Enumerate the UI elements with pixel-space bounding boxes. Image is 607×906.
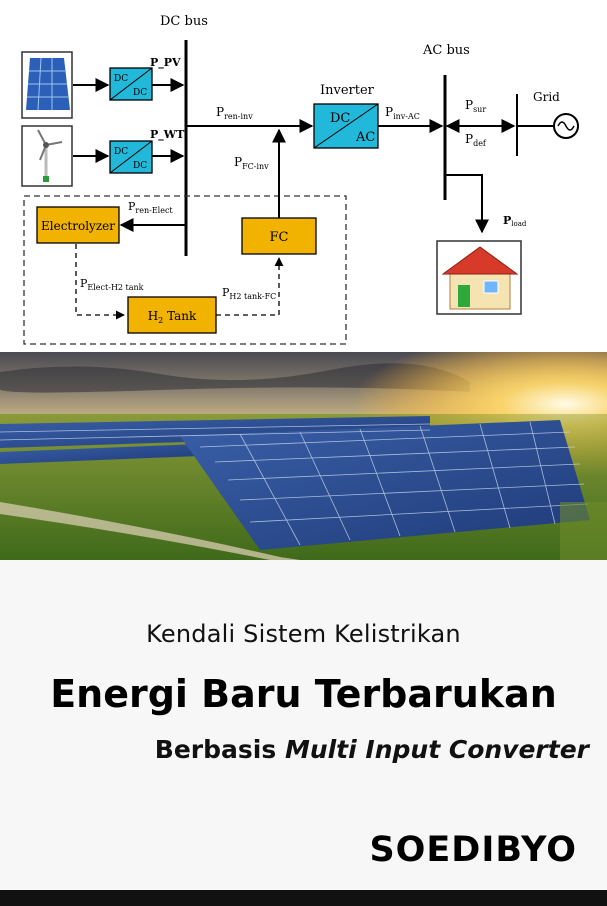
- house-icon: [436, 240, 522, 315]
- dc-dc-converter-pv: DC DC: [109, 67, 153, 101]
- ac-bus-label: AC bus: [422, 43, 470, 58]
- p-ren-inv-label: Pren-inv: [216, 105, 253, 121]
- p-def-label: Pdef: [465, 132, 487, 148]
- subtitle-italic: Multi Input Converter: [284, 735, 589, 764]
- p-inv-ac-label: Pinv-AC: [385, 105, 420, 121]
- h2-tank-block: H2 Tank: [127, 296, 217, 334]
- grid-label: Grid: [533, 90, 560, 104]
- svg-text:AC: AC: [355, 130, 375, 145]
- solar-farm-photo: [0, 352, 607, 560]
- p-sur-label: Psur: [465, 98, 486, 114]
- fuel-cell-block: FC: [241, 217, 317, 255]
- p-elect-h2-label: PElect-H2 tank: [80, 277, 144, 292]
- storage-subsystem-boundary: [23, 195, 347, 345]
- book-title: Energi Baru Terbarukan: [50, 672, 557, 716]
- author-name: SOEDIBYO: [369, 830, 577, 870]
- dc-bus-label: DC bus: [160, 14, 208, 29]
- svg-text:DC: DC: [330, 111, 350, 126]
- svg-text:FC: FC: [270, 230, 289, 245]
- energy-system-diagram: DC bus AC bus DC DC DC DC: [0, 0, 607, 352]
- subtitle-line-1: Kendali Sistem Kelistrikan: [146, 620, 461, 648]
- wind-turbine-icon: [21, 125, 73, 187]
- subtitle-line-2: Berbasis Multi Input Converter: [155, 735, 589, 764]
- svg-text:H2 Tank: H2 Tank: [148, 309, 197, 325]
- p-wt-label: P_WT: [150, 128, 185, 142]
- svg-text:Electrolyzer: Electrolyzer: [41, 219, 115, 233]
- grid-source-icon: [553, 113, 579, 139]
- p-ren-elect-label: Pren-Elect: [128, 200, 173, 215]
- bottom-bar: [0, 890, 607, 906]
- svg-text:DC: DC: [133, 88, 147, 98]
- p-fc-inv-label: PFC-inv: [234, 155, 269, 171]
- inverter-block: DC AC: [313, 103, 379, 149]
- subtitle-plain: Berbasis: [154, 735, 285, 764]
- svg-text:DC: DC: [133, 161, 147, 171]
- p-load-label: Pload: [503, 214, 527, 228]
- p-pv-label: P_PV: [150, 56, 181, 70]
- p-h2-fc-label: PH2 tank-FC: [222, 286, 276, 301]
- electrolyzer-block: Electrolyzer: [36, 206, 120, 244]
- solar-panel-icon: [21, 51, 73, 119]
- dc-dc-converter-wt: DC DC: [109, 140, 153, 174]
- svg-text:DC: DC: [114, 74, 128, 84]
- inverter-label: Inverter: [320, 83, 375, 98]
- svg-text:DC: DC: [114, 147, 128, 157]
